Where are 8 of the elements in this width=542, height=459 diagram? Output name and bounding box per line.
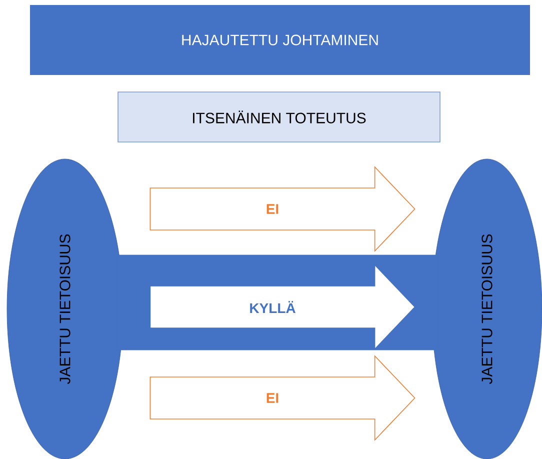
block-arrow — [150, 264, 416, 350]
edge-label: EI — [266, 393, 278, 403]
edge-label: EI — [266, 204, 278, 214]
edge-label: KYLLÄ — [250, 301, 296, 313]
block-arrow — [150, 355, 416, 441]
heading-box: ITSENÄINEN TOTEUTUS — [118, 92, 440, 142]
title-banner: HAJAUTETTU JOHTAMINEN — [30, 5, 530, 75]
block-arrow — [150, 166, 416, 252]
